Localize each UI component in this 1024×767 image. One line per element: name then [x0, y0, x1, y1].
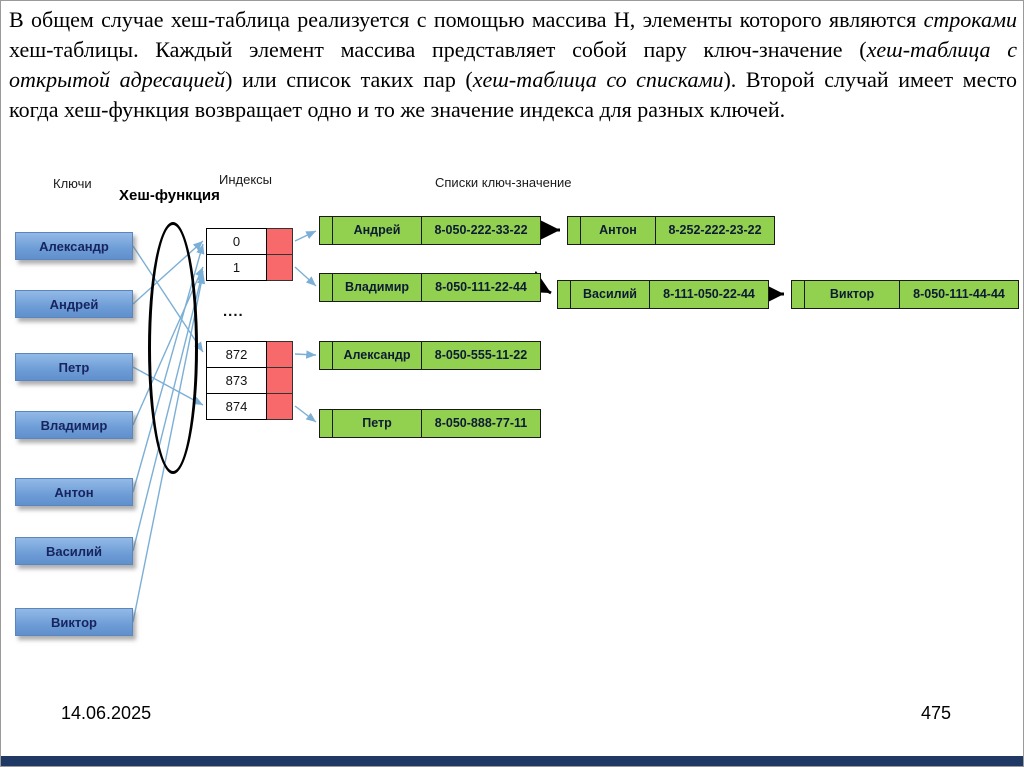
- node-phone: 8-050-555-11-22: [434, 348, 528, 362]
- list-node-andrey: Андрей 8-050-222-33-22: [319, 216, 541, 245]
- node-phone: 8-050-111-22-44: [435, 280, 527, 294]
- index-value: 872: [206, 341, 267, 368]
- node-name: Владимир: [333, 274, 422, 301]
- node-pointer-cell: [320, 217, 333, 244]
- indexes-label: Индексы: [219, 172, 273, 187]
- node-pointer-cell: [558, 281, 571, 308]
- index-value: 1: [206, 254, 267, 281]
- index-row-874: 874: [206, 393, 293, 420]
- node-name: Антон: [581, 217, 656, 244]
- list-node-anton: Антон 8-252-222-23-22: [567, 216, 775, 245]
- key-box-anton: Антон: [15, 478, 133, 506]
- index-row-0: 0: [206, 228, 293, 255]
- intro-text-1: В общем случае хеш-таблица реализуется с…: [9, 7, 924, 32]
- intro-text-3: ) или список таких пар (: [225, 67, 473, 92]
- index-value: 874: [206, 393, 267, 420]
- hash-function-ellipse: [148, 222, 198, 474]
- node-name: Александр: [333, 342, 422, 369]
- index-ellipsis: ....: [223, 303, 244, 320]
- index-row-872: 872: [206, 341, 293, 368]
- node-phone: 8-111-050-22-44: [663, 287, 755, 301]
- node-pointer-cell: [568, 217, 581, 244]
- key-box-aleksandr: Александр: [15, 232, 133, 260]
- node-name: Петр: [333, 410, 422, 437]
- bottom-accent-bar: [1, 756, 1023, 766]
- node-pointer-cell: [792, 281, 805, 308]
- list-node-aleksandr: Александр 8-050-555-11-22: [319, 341, 541, 370]
- index-value: 0: [206, 228, 267, 255]
- slide-page-number: 475: [920, 703, 951, 723]
- intro-text-2: хеш-таблицы. Каждый элемент массива пред…: [9, 37, 867, 62]
- intro-paragraph: В общем случае хеш-таблица реализуется с…: [9, 5, 1017, 125]
- node-phone: 8-050-222-33-22: [434, 223, 528, 237]
- list-node-vasiliy: Василий 8-111-050-22-44: [557, 280, 769, 309]
- index-pointer-cell: [267, 228, 293, 255]
- key-box-viktor: Виктор: [15, 608, 133, 636]
- node-pointer-cell: [320, 342, 333, 369]
- index-row-1: 1: [206, 254, 293, 281]
- index-pointer-cell: [267, 254, 293, 281]
- index-pointer-cell: [267, 367, 293, 394]
- node-phone: 8-050-888-77-11: [434, 416, 528, 430]
- node-phone: 8-252-222-23-22: [668, 223, 762, 237]
- key-box-andrey: Андрей: [15, 290, 133, 318]
- key-box-petr: Петр: [15, 353, 133, 381]
- key-box-vasiliy: Василий: [15, 537, 133, 565]
- list-node-vladimir: Владимир 8-050-111-22-44: [319, 273, 541, 302]
- index-to-list-arrows: [294, 230, 317, 423]
- slide-date: 14.06.2025: [61, 703, 152, 723]
- node-phone: 8-050-111-44-44: [913, 287, 1005, 301]
- node-name: Василий: [571, 281, 650, 308]
- intro-text-4: ). Второй случай имеет место когда хеш-ф…: [9, 67, 1018, 122]
- index-pointer-cell: [267, 393, 293, 420]
- node-name: Виктор: [805, 281, 900, 308]
- intro-italic-2: хеш-таблица с открытой адресацией: [9, 37, 1018, 92]
- index-value: 873: [206, 367, 267, 394]
- node-pointer-cell: [320, 274, 333, 301]
- hash-function-label: Хеш-функция: [119, 187, 220, 204]
- index-pointer-cell: [267, 341, 293, 368]
- intro-italic-1: строками: [923, 7, 1017, 32]
- list-node-viktor: Виктор 8-050-111-44-44: [791, 280, 1019, 309]
- intro-italic-3: хеш-таблица со списками: [472, 67, 724, 92]
- node-name: Андрей: [333, 217, 422, 244]
- index-row-873: 873: [206, 367, 293, 394]
- list-node-petr: Петр 8-050-888-77-11: [319, 409, 541, 438]
- lists-label: Списки ключ-значение: [435, 175, 572, 190]
- key-box-vladimir: Владимир: [15, 411, 133, 439]
- keys-label: Ключи: [53, 176, 92, 191]
- node-pointer-cell: [320, 410, 333, 437]
